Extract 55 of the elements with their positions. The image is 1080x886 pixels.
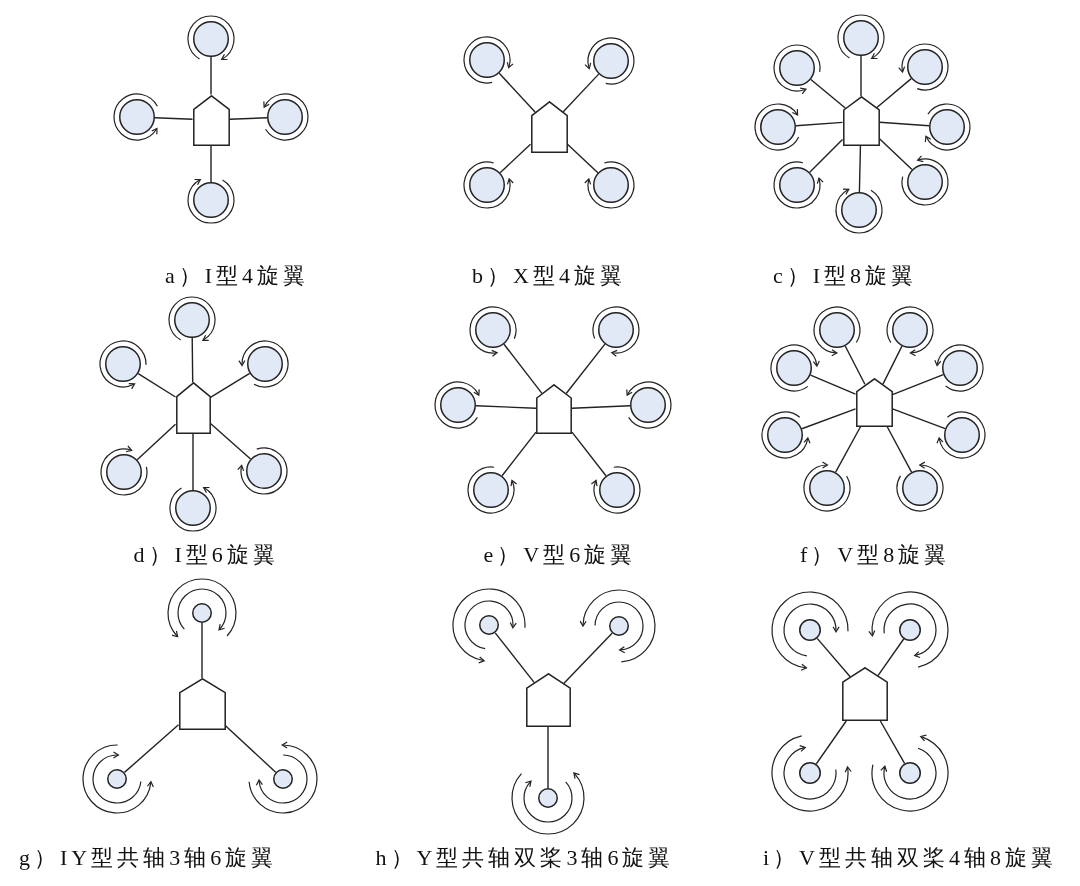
figure-caption: h）Y型共轴双桨3轴6旋翼 xyxy=(375,845,675,871)
arm-line xyxy=(192,433,194,491)
arm-line xyxy=(210,56,212,96)
arm-line xyxy=(565,343,606,395)
arm-line xyxy=(801,408,857,430)
arm-line xyxy=(891,408,946,430)
arm-line xyxy=(879,720,906,765)
figure-caption: e）V型6旋翼 xyxy=(483,542,637,568)
figure-caption: d）I型6旋翼 xyxy=(133,542,279,568)
figure-caption: b）X型4旋翼 xyxy=(472,263,626,289)
arm-line xyxy=(809,138,844,173)
arm-line xyxy=(566,143,599,174)
arm-line xyxy=(878,137,913,171)
arm-line xyxy=(875,77,912,109)
arm-line xyxy=(547,726,549,789)
arm-line xyxy=(136,423,177,461)
arm-line xyxy=(562,73,600,113)
arm-line xyxy=(499,143,532,174)
arm-line xyxy=(224,725,277,773)
arm-line xyxy=(877,638,905,677)
arm-line xyxy=(503,343,543,395)
arm-line xyxy=(815,720,847,765)
arm-line xyxy=(844,345,866,385)
arm-line xyxy=(878,121,930,127)
arm-line xyxy=(191,337,194,383)
arm-line xyxy=(154,117,194,120)
arm-line xyxy=(137,372,177,398)
arm-line xyxy=(858,145,862,193)
arm-line xyxy=(571,405,631,409)
arm-line xyxy=(882,345,903,385)
arm-line xyxy=(201,622,203,679)
arm-line xyxy=(209,372,251,398)
figure-caption: i）V型共轴双桨4轴8旋翼 xyxy=(763,845,1057,871)
arm-line xyxy=(810,78,846,109)
arm-line xyxy=(891,373,944,396)
arm-line xyxy=(860,55,862,97)
arm-line xyxy=(571,431,607,477)
arm-line xyxy=(123,724,180,774)
arm-line xyxy=(209,422,252,460)
arm-line xyxy=(834,425,862,473)
arm-line xyxy=(501,431,537,477)
figure-caption: c）I型8旋翼 xyxy=(773,263,918,289)
arm-line xyxy=(886,425,913,473)
arm-line xyxy=(795,121,844,127)
arm-line xyxy=(809,374,857,395)
arm-line xyxy=(498,72,536,113)
arm-line xyxy=(475,405,537,409)
figure-caption: g）IY型共轴3轴6旋翼 xyxy=(19,845,278,871)
arm-line xyxy=(563,632,613,685)
figure-caption: a）I型4旋翼 xyxy=(165,263,310,289)
figure-caption: f）V型8旋翼 xyxy=(800,542,951,568)
arm-line xyxy=(228,117,268,120)
arm-line xyxy=(210,144,212,183)
arm-line xyxy=(494,632,535,684)
arm-line xyxy=(816,637,851,678)
